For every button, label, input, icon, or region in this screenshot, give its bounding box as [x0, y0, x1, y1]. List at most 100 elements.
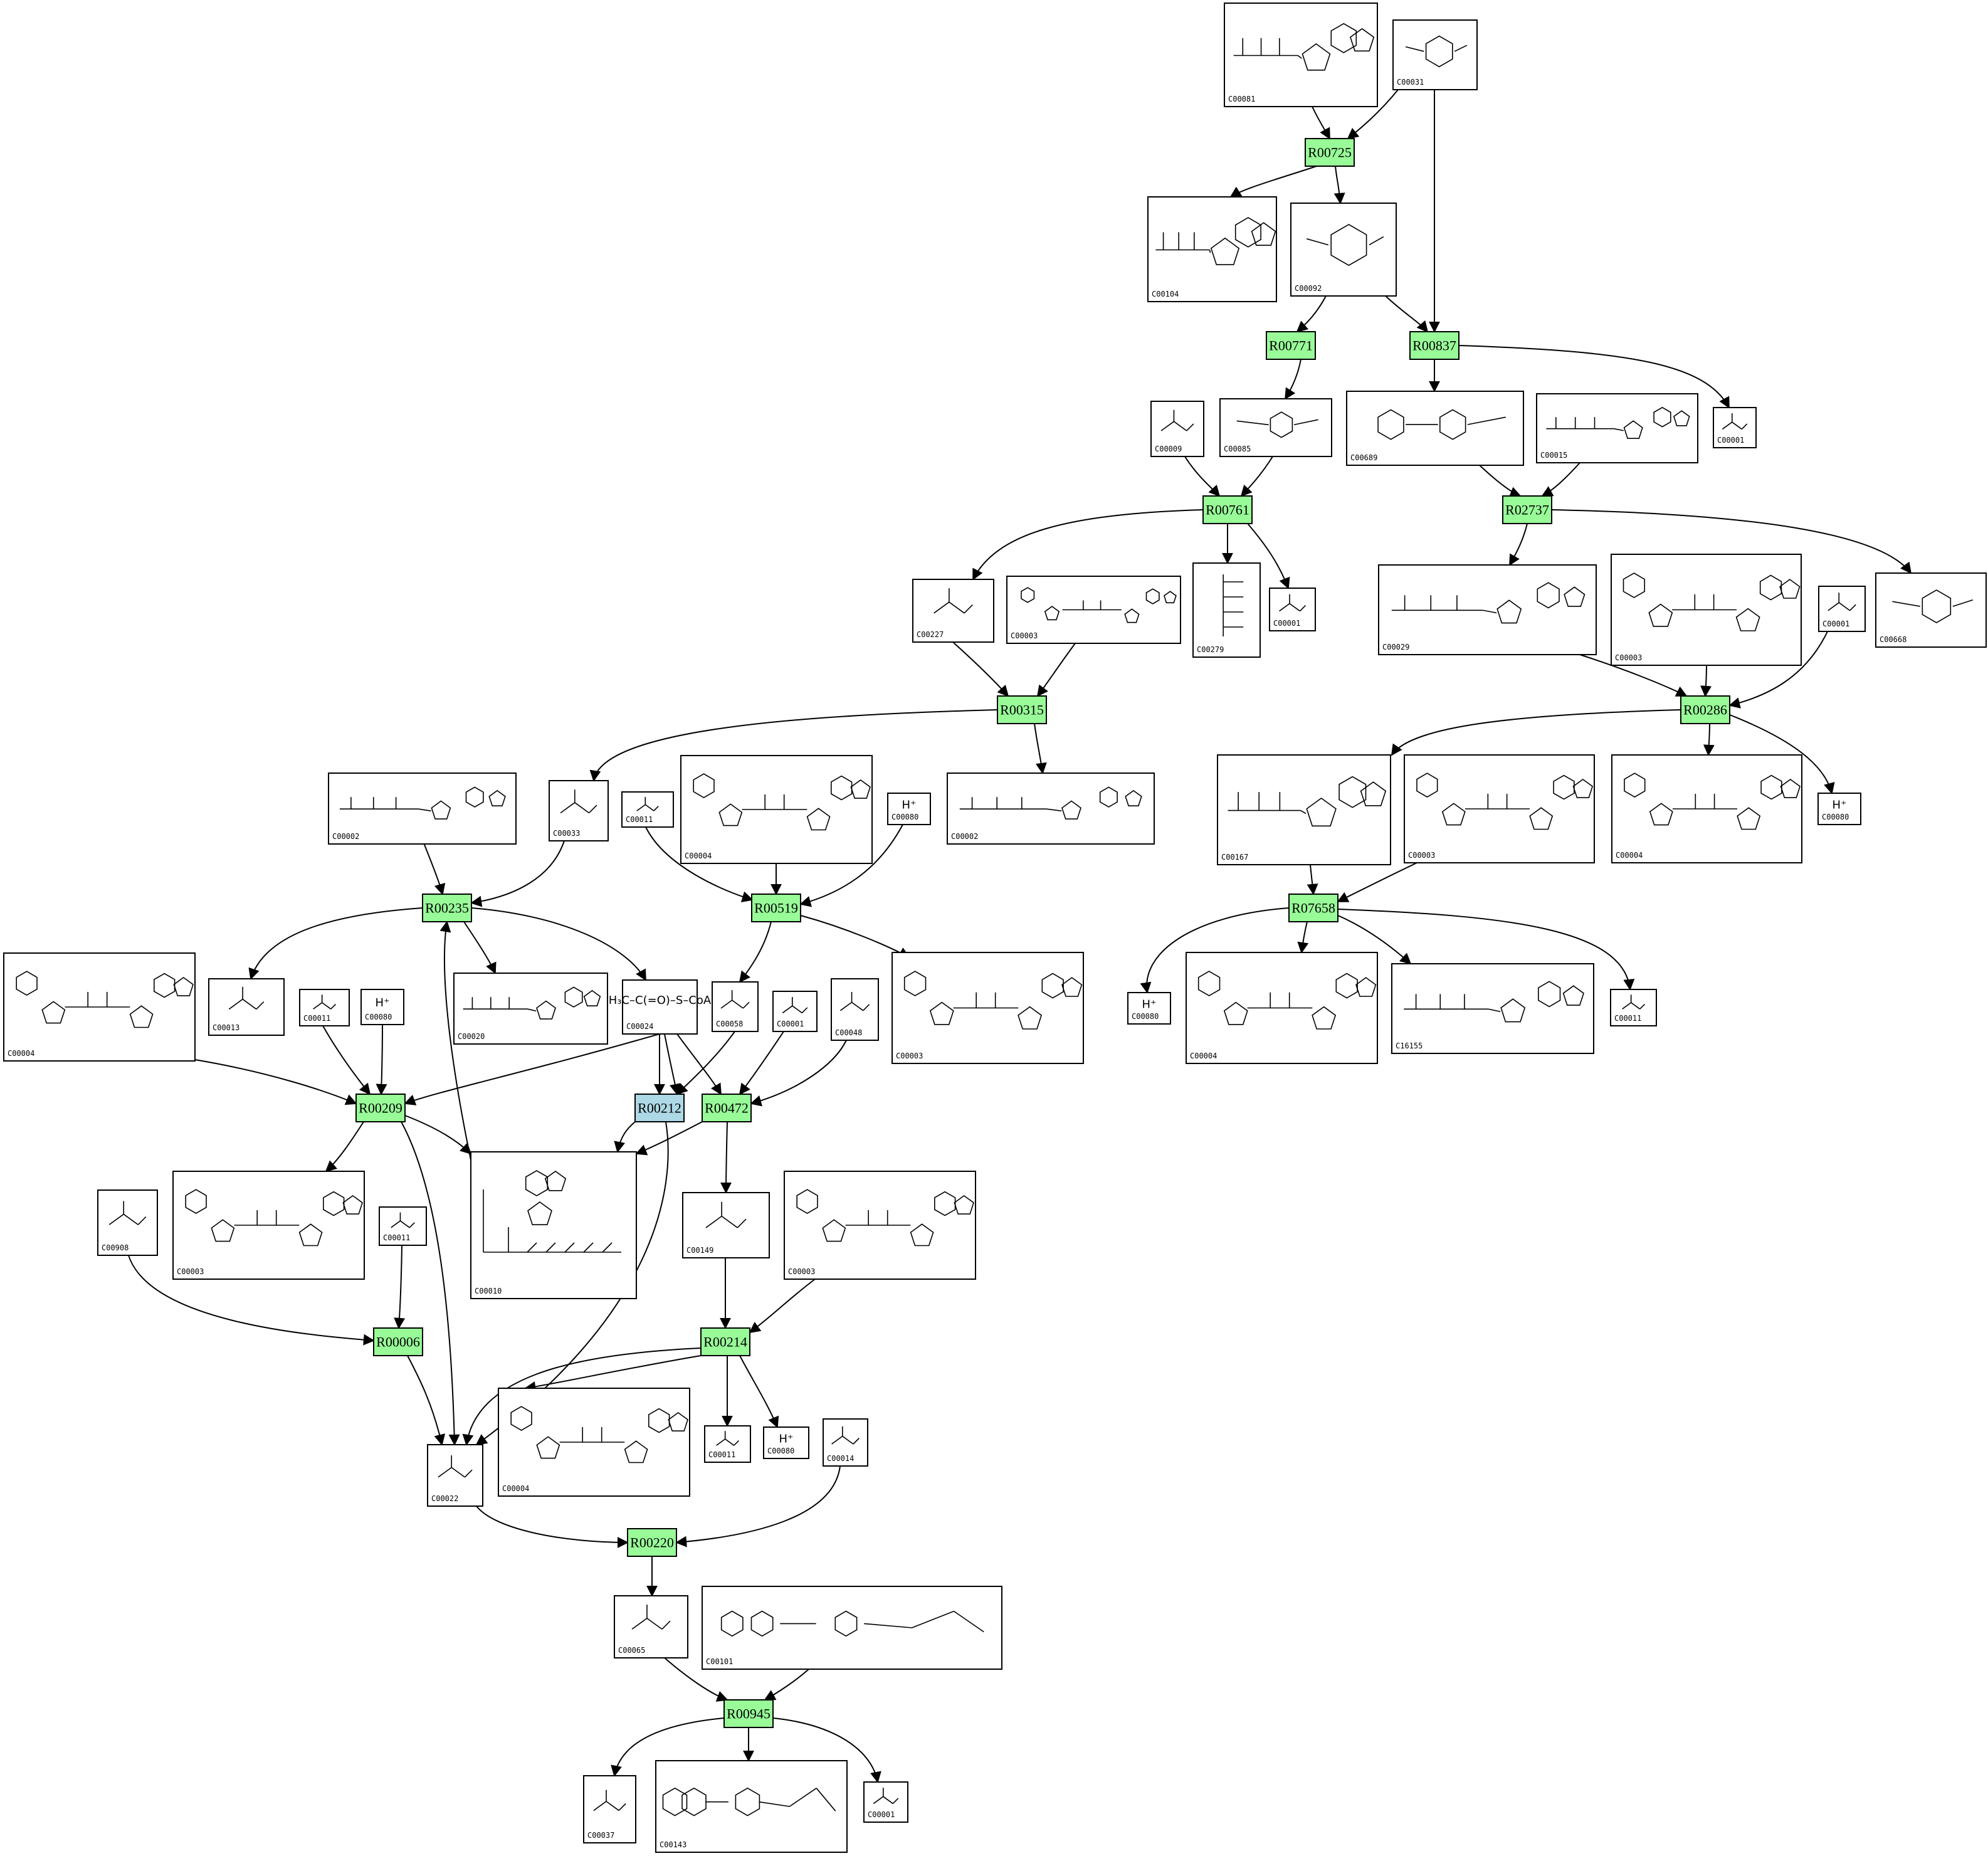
compound-node[interactable]: C00033 — [549, 780, 609, 841]
reaction-box[interactable] — [1266, 331, 1316, 360]
compound-box[interactable] — [549, 780, 609, 841]
compound-node[interactable]: C00002 — [328, 772, 517, 845]
compound-node[interactable]: C00668 — [1875, 572, 1987, 648]
compound-node[interactable]: C00058 — [712, 981, 759, 1032]
compound-box[interactable] — [863, 1781, 908, 1823]
compound-node[interactable]: C00004 — [3, 952, 196, 1062]
compound-box[interactable] — [912, 579, 994, 643]
compound-box[interactable] — [427, 1444, 483, 1507]
reaction-node[interactable]: R00315 — [997, 695, 1047, 724]
reaction-node[interactable]: R00725 — [1305, 138, 1355, 167]
compound-box[interactable] — [772, 991, 818, 1032]
compound-node[interactable]: C00908 — [97, 1189, 158, 1256]
reaction-node[interactable]: R00235 — [422, 894, 472, 922]
compound-box[interactable] — [622, 979, 698, 1035]
reaction-box[interactable] — [1409, 331, 1459, 360]
compound-box[interactable] — [704, 1425, 751, 1463]
compound-node[interactable]: C00149 — [682, 1192, 770, 1258]
compound-box[interactable] — [1346, 391, 1524, 466]
reaction-node[interactable]: R00472 — [702, 1094, 752, 1122]
compound-box[interactable] — [1713, 407, 1757, 448]
compound-box[interactable] — [614, 1595, 688, 1658]
compound-node[interactable]: C00010 — [470, 1151, 637, 1299]
reaction-box[interactable] — [1288, 894, 1338, 922]
reaction-node[interactable]: R00519 — [751, 894, 801, 922]
reaction-box[interactable] — [1680, 695, 1730, 724]
compound-node[interactable]: C00013 — [208, 978, 285, 1036]
compound-box[interactable] — [1269, 588, 1316, 631]
reaction-node[interactable]: R02737 — [1502, 495, 1552, 524]
compound-node[interactable]: C00065 — [614, 1595, 688, 1658]
compound-box[interactable] — [360, 989, 404, 1025]
compound-node[interactable]: C00001 — [1713, 407, 1757, 448]
compound-node[interactable]: C00037 — [583, 1775, 636, 1843]
compound-box[interactable] — [583, 1775, 636, 1843]
compound-box[interactable] — [682, 1192, 770, 1258]
reaction-node[interactable]: R00286 — [1680, 695, 1730, 724]
compound-node[interactable]: C00011 — [379, 1206, 427, 1246]
compound-node[interactable]: C00004 — [1186, 952, 1378, 1064]
compound-box[interactable] — [1378, 564, 1597, 655]
compound-box[interactable] — [299, 989, 350, 1026]
compound-node[interactable]: C00048 — [831, 978, 879, 1041]
reaction-node[interactable]: R00761 — [1202, 495, 1253, 524]
reaction-node[interactable]: R00209 — [355, 1094, 406, 1122]
reaction-node[interactable]: R00837 — [1409, 331, 1459, 360]
compound-node[interactable]: C00227 — [912, 579, 994, 643]
compound-node[interactable]: C00029 — [1378, 564, 1597, 655]
compound-node[interactable]: C00001 — [772, 991, 818, 1032]
reaction-node[interactable]: R00771 — [1266, 331, 1316, 360]
compound-node[interactable]: C00011 — [621, 791, 674, 828]
compound-box[interactable] — [1391, 963, 1594, 1054]
compound-node[interactable]: C00031 — [1392, 19, 1478, 90]
compound-node[interactable]: C00003 — [1006, 576, 1181, 644]
compound-box[interactable] — [97, 1189, 158, 1256]
reaction-box[interactable] — [627, 1528, 677, 1557]
compound-node[interactable]: C00081 — [1224, 3, 1378, 107]
compound-box[interactable] — [1290, 203, 1397, 297]
reaction-node[interactable]: R00945 — [723, 1699, 774, 1728]
compound-node[interactable]: C00003 — [172, 1171, 365, 1280]
compound-box[interactable] — [1217, 754, 1391, 865]
compound-node[interactable]: H⁺C00080 — [1817, 793, 1861, 825]
compound-box[interactable] — [379, 1206, 427, 1246]
compound-node[interactable]: C00104 — [1147, 196, 1277, 302]
compound-box[interactable] — [1224, 3, 1378, 107]
compound-node[interactable]: C00004 — [1611, 754, 1802, 863]
compound-node[interactable]: C00015 — [1536, 393, 1698, 463]
reaction-box[interactable] — [702, 1094, 752, 1122]
compound-node[interactable]: C00003 — [891, 952, 1084, 1064]
compound-node[interactable]: C00011 — [1610, 989, 1657, 1026]
reaction-box[interactable] — [422, 894, 472, 922]
compound-box[interactable] — [208, 978, 285, 1036]
compound-node[interactable]: C00167 — [1217, 754, 1391, 865]
compound-box[interactable] — [887, 793, 931, 825]
compound-node[interactable]: C00279 — [1192, 562, 1261, 658]
compound-node[interactable]: H⁺C00080 — [360, 989, 404, 1025]
compound-node[interactable]: C00014 — [823, 1418, 868, 1467]
compound-box[interactable] — [1219, 398, 1332, 457]
compound-box[interactable] — [831, 978, 879, 1041]
compound-box[interactable] — [1147, 196, 1277, 302]
compound-node[interactable]: C00022 — [427, 1444, 483, 1507]
compound-node[interactable]: C00011 — [704, 1425, 751, 1463]
compound-box[interactable] — [1392, 19, 1478, 90]
compound-box[interactable] — [470, 1151, 637, 1299]
reaction-box[interactable] — [634, 1094, 685, 1122]
compound-node[interactable]: C00002 — [947, 772, 1155, 845]
reaction-box[interactable] — [373, 1327, 423, 1356]
compound-node[interactable]: C00003 — [1404, 754, 1595, 863]
compound-node[interactable]: H⁺C00080 — [1127, 992, 1171, 1025]
compound-box[interactable] — [823, 1418, 868, 1467]
compound-box[interactable] — [763, 1426, 809, 1459]
compound-box[interactable] — [1817, 793, 1861, 825]
reaction-node[interactable]: R00214 — [700, 1327, 750, 1356]
compound-node[interactable]: C00101 — [702, 1586, 1002, 1670]
compound-node[interactable]: C00004 — [498, 1388, 690, 1497]
reaction-box[interactable] — [1502, 495, 1552, 524]
compound-node[interactable]: C00001 — [863, 1781, 908, 1823]
compound-node[interactable]: C00009 — [1150, 401, 1204, 457]
compound-box[interactable] — [655, 1760, 848, 1853]
compound-box[interactable] — [1875, 572, 1987, 648]
